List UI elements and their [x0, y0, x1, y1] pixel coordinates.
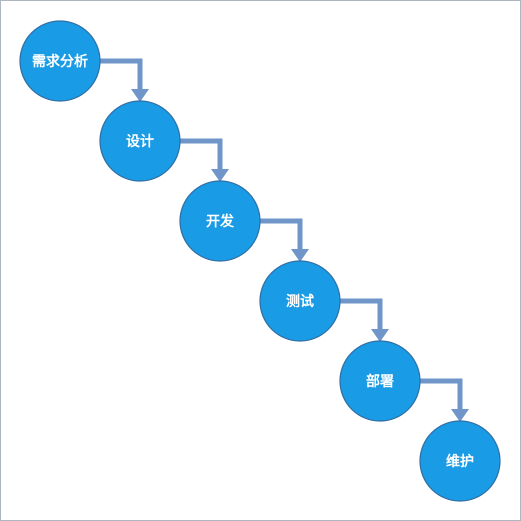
arrow-connector	[100, 58, 143, 89]
arrow-head	[211, 169, 229, 182]
arrow-head	[451, 409, 469, 422]
step-label: 开发	[206, 213, 235, 230]
step-circle	[99, 100, 181, 182]
arrow-connector	[180, 138, 223, 169]
step-circle	[259, 260, 341, 342]
step-circle	[339, 340, 421, 422]
arrow-connector	[260, 218, 303, 249]
arrow-connector	[420, 378, 463, 409]
arrow-head	[131, 89, 149, 102]
step-node-maintenance: 维护	[419, 420, 501, 502]
step-label: 测试	[286, 293, 314, 310]
arrow-head	[371, 329, 389, 342]
arrows-layer	[100, 58, 469, 422]
step-label: 设计	[126, 133, 154, 150]
step-circle	[19, 20, 101, 102]
step-node-deployment: 部署	[339, 340, 421, 422]
step-node-development: 开发	[179, 180, 261, 262]
step-circle	[179, 180, 261, 262]
step-label: 需求分析	[32, 53, 88, 70]
arrow-connector	[340, 298, 383, 329]
arrow-head	[291, 249, 309, 262]
step-node-requirements: 需求分析	[19, 20, 101, 102]
step-label: 部署	[366, 373, 394, 390]
step-node-testing: 测试	[259, 260, 341, 342]
step-label: 维护	[446, 453, 474, 470]
step-node-design: 设计	[99, 100, 181, 182]
step-circle	[419, 420, 501, 502]
